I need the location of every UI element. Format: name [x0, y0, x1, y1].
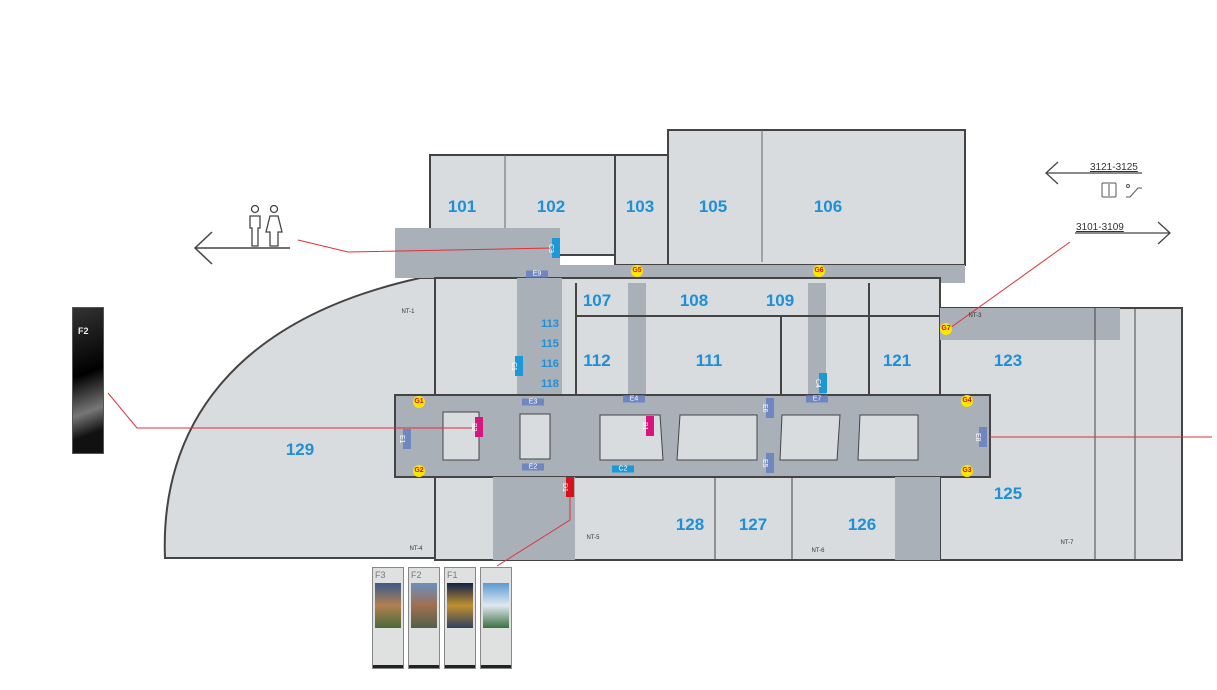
room-121[interactable]: 121	[882, 351, 912, 370]
room-113[interactable]: 113	[541, 318, 559, 330]
restroom-icon	[249, 204, 283, 247]
room-103[interactable]: 103	[625, 197, 655, 216]
kiosk-f2: F2	[408, 567, 440, 669]
stair-nt6: NT-6	[811, 548, 825, 554]
gate-g6[interactable]: G6	[813, 265, 825, 277]
gate-g5[interactable]: G5	[631, 265, 643, 277]
block-105-106	[667, 129, 966, 266]
elevator-icon	[1101, 182, 1117, 198]
marker-c3[interactable]: C3	[547, 238, 560, 258]
marker-e7[interactable]: E7	[806, 395, 828, 403]
direction-label-3101: 3101-3109	[1076, 222, 1124, 233]
marker-c1[interactable]: C1	[510, 356, 523, 376]
marker-e5[interactable]: E5	[761, 453, 774, 473]
room-116[interactable]: 116	[541, 358, 559, 370]
room-101[interactable]: 101	[447, 197, 477, 216]
gate-g7[interactable]: G7	[940, 323, 952, 335]
stair-nt5: NT-5	[586, 535, 600, 541]
marker-c4[interactable]: C4	[814, 373, 827, 393]
escalator-icon	[1126, 184, 1142, 198]
room-107[interactable]: 107	[582, 291, 612, 310]
gate-g4[interactable]: G4	[961, 395, 973, 407]
kiosk-f3: F3	[372, 567, 404, 669]
room-128[interactable]: 128	[675, 515, 705, 534]
marker-e9[interactable]: E9	[526, 270, 548, 278]
marker-b2[interactable]: B2	[470, 417, 483, 437]
room-127[interactable]: 127	[738, 515, 768, 534]
room-111[interactable]: 111	[695, 351, 723, 370]
room-112[interactable]: 112	[583, 351, 611, 370]
gate-g2[interactable]: G2	[413, 465, 425, 477]
arrow-left-3121	[1045, 161, 1142, 185]
arrow-right-3101	[1075, 221, 1171, 245]
stair-nt3: NT-3	[968, 313, 982, 319]
gate-g1[interactable]: G1	[413, 396, 425, 408]
room-126[interactable]: 126	[847, 515, 877, 534]
room-123[interactable]: 123	[993, 351, 1023, 370]
room-118[interactable]: 118	[541, 378, 559, 390]
stair-nt7: NT-7	[1060, 540, 1074, 546]
room-105[interactable]: 105	[698, 197, 728, 216]
kiosk-overview	[480, 567, 512, 669]
hall-129	[163, 277, 436, 559]
floor-sign: F2	[72, 307, 104, 454]
corridor-north	[395, 228, 560, 278]
marker-e8[interactable]: E8	[974, 427, 987, 447]
room-129[interactable]: 129	[285, 440, 315, 459]
marker-c2[interactable]: C2	[612, 465, 634, 473]
marker-e3[interactable]: E3	[522, 398, 544, 406]
marker-d1[interactable]: D1	[561, 477, 574, 497]
room-109[interactable]: 109	[765, 291, 795, 310]
kiosk-f1: F1	[444, 567, 476, 669]
stair-nt1: NT-1	[401, 309, 415, 315]
pointer-lines	[107, 239, 1212, 567]
marker-e2[interactable]: E2	[522, 463, 544, 471]
restroom-direction-arrow	[193, 231, 290, 265]
marker-e1[interactable]: E1	[398, 429, 411, 449]
room-102[interactable]: 102	[536, 197, 566, 216]
room-125[interactable]: 125	[993, 484, 1023, 503]
room-108[interactable]: 108	[679, 291, 709, 310]
room-106[interactable]: 106	[813, 197, 843, 216]
room-115[interactable]: 115	[541, 338, 559, 350]
gate-g3[interactable]: G3	[961, 465, 973, 477]
stair-nt4: NT-4	[409, 546, 423, 552]
marker-e4[interactable]: E4	[623, 395, 645, 403]
marker-e6[interactable]: E6	[761, 398, 774, 418]
direction-label-3121: 3121-3125	[1090, 162, 1138, 173]
marker-b1[interactable]: B1	[641, 416, 654, 436]
